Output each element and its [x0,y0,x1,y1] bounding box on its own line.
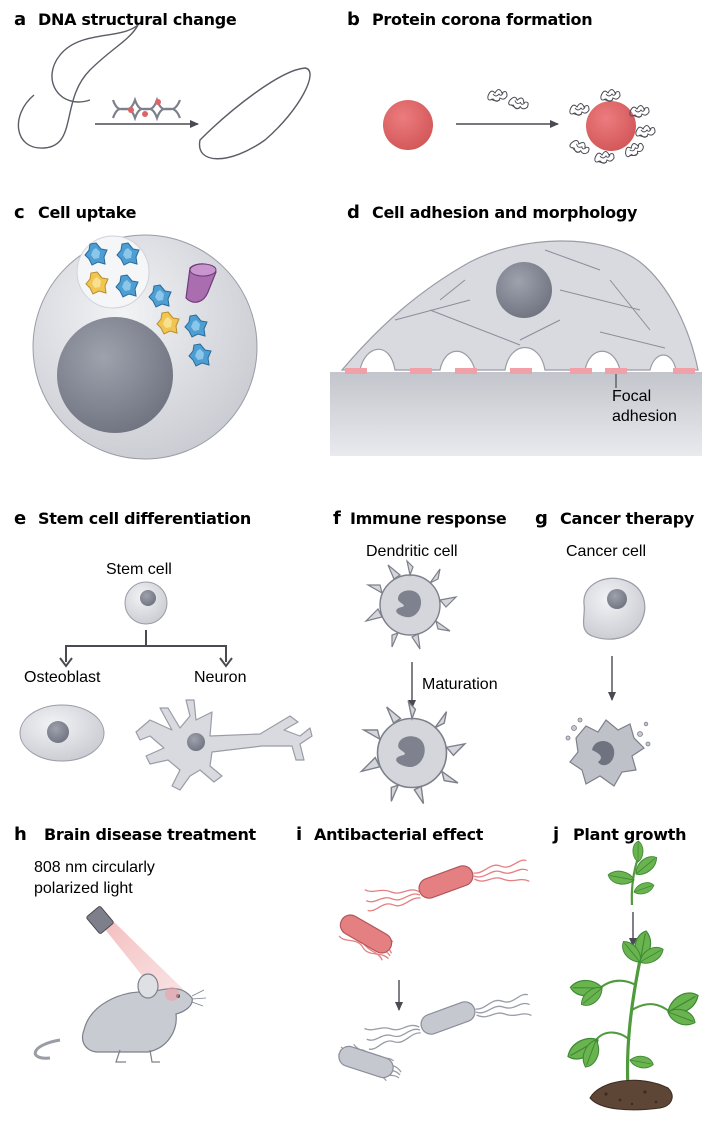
neuron-nucleus [187,733,205,751]
neuron-cell [135,699,313,791]
stem-cell-label: Stem cell [106,561,172,578]
panel-e-title: Stem cell differentiation [38,509,251,528]
maturation-label: Maturation [422,676,498,693]
membrane-receptor [185,263,217,303]
light-beam [104,920,184,998]
panel-i-letter: i [296,824,302,845]
apoptotic-nucleus [592,741,615,766]
uptake-nucleus [57,317,173,433]
panel-c-letter: c [14,202,25,223]
panel-a-letter: a [14,9,26,30]
irradiation-spot [165,987,179,1001]
focal-label-2: adhesion [612,408,677,425]
panel-a-title: DNA structural change [38,10,237,29]
mouse [33,973,207,1063]
panel-i-title: Antibacterial effect [314,825,484,844]
panel-b-title: Protein corona formation [372,10,592,29]
panel-j-title: Plant growth [573,825,686,844]
soil [589,1079,673,1111]
panel-c-title: Cell uptake [38,203,137,222]
bacteria-dead [334,993,533,1084]
panel-h-letter: h [14,824,27,845]
laser-device [86,906,114,934]
cancer-nucleus [607,589,627,609]
panel-d-title: Cell adhesion and morphology [372,203,638,222]
panel-g-letter: g [535,508,548,529]
differentiation-branch [65,630,227,662]
arrow-neuron [219,657,233,668]
nanoparticle-corona [586,101,636,151]
dna-illustration [17,24,311,160]
panel-f-title: Immune response [350,509,507,528]
panel-b-letter: b [347,9,360,30]
panel-f-letter: f [333,508,341,529]
dna-helix-icon [111,96,182,122]
adherent-nucleus [496,262,552,318]
light-label-2: polarized light [34,880,133,897]
nanoparticle-bare [383,100,433,150]
focal-adhesions [345,368,695,374]
stem-cell-nucleus [140,590,156,606]
osteoblast-nucleus [47,721,69,743]
cancer-cell [582,577,646,640]
dendritic-label: Dendritic cell [366,543,458,560]
arrow-osteoblast [59,657,73,668]
bacteria-live [334,859,530,965]
light-label-1: 808 nm circularly [34,859,155,876]
cell-debris [565,717,651,747]
panel-g-title: Cancer therapy [560,509,695,528]
free-proteins [487,89,531,113]
dendritic-cell-mature [360,701,466,805]
osteoblast-label: Osteoblast [24,669,101,686]
mature-plant [563,928,703,1089]
dendritic-cell-immature [365,560,457,650]
cancer-label: Cancer cell [566,543,646,560]
panel-d-letter: d [347,202,360,223]
cytoskeleton-fibers [394,249,666,349]
panel-h-title: Brain disease treatment [44,825,257,844]
panel-j-letter: j [552,824,559,845]
soil-texture [604,1090,658,1106]
seedling [606,839,662,906]
focal-label-1: Focal [612,388,651,405]
substrate [330,372,702,456]
panel-e-letter: e [14,508,26,529]
endosome [76,235,150,309]
neuron-label: Neuron [194,669,246,686]
